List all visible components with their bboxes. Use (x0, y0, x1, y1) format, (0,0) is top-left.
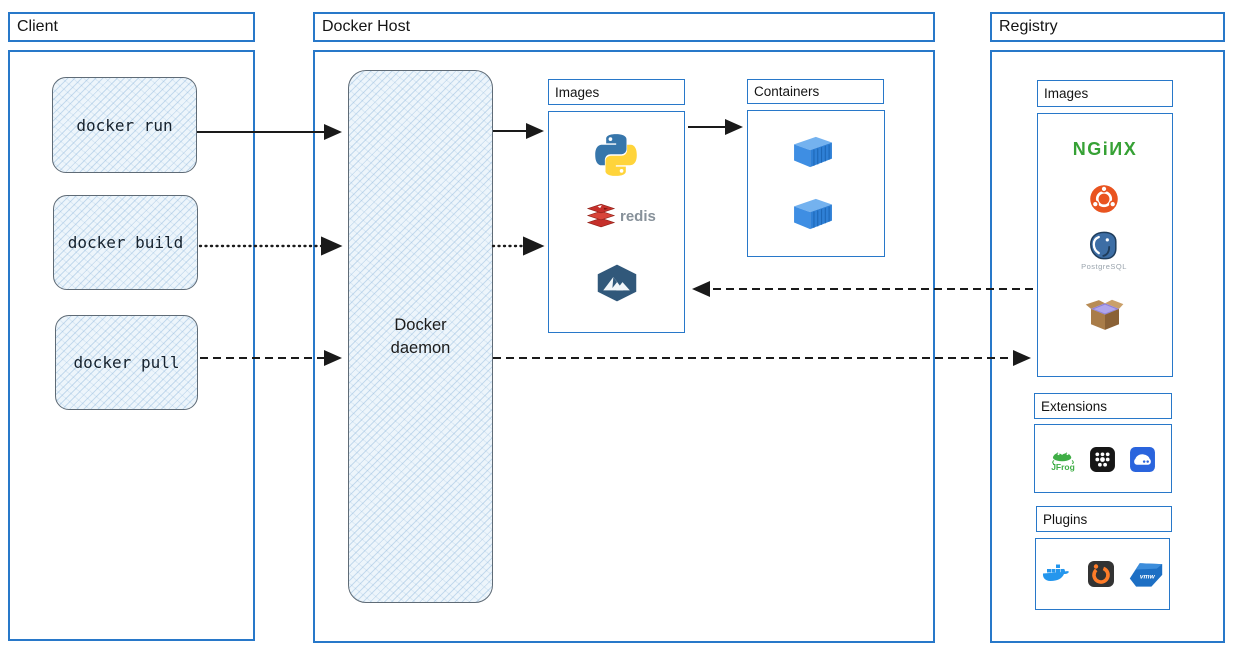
container-icon (790, 196, 836, 232)
container-icon (790, 134, 836, 170)
docker-whale-icon (1042, 562, 1074, 587)
registry-title-box: Registry (990, 12, 1225, 42)
extensions-title: Extensions (1041, 398, 1108, 414)
client-title: Client (17, 18, 58, 35)
nginx-icon: NGiИX (1055, 139, 1155, 160)
svg-text:vmw: vmw (1140, 574, 1156, 581)
redis-icon: redis (587, 203, 656, 229)
extensions-icons-row: JFrog (1040, 438, 1166, 480)
vmware-icon: vmw (1128, 559, 1164, 589)
plugins-title: Plugins (1043, 511, 1088, 527)
busybox-icon (1084, 298, 1126, 332)
plugins-icons-row: vmw (1040, 553, 1166, 595)
extensions-title-box: Extensions (1034, 393, 1172, 419)
docker-host-title-box: Docker Host (313, 12, 935, 42)
registry-images-title: Images (1044, 86, 1089, 101)
host-images-title-box: Images (548, 79, 685, 105)
jfrog-icon: JFrog (1050, 446, 1076, 472)
host-images-title: Images (555, 84, 600, 100)
containers-box (747, 110, 885, 257)
docker-pull-label: docker pull (73, 353, 180, 372)
python-icon (593, 132, 639, 178)
postgresql-label: PostgreSQL (1081, 262, 1127, 271)
jfrog-label: JFrog (1051, 462, 1075, 472)
docker-run-label: docker run (76, 115, 173, 135)
ubuntu-icon (1088, 183, 1120, 215)
docker-pull-box: docker pull (55, 315, 198, 410)
plugins-title-box: Plugins (1036, 506, 1172, 532)
grafana-icon (1087, 560, 1115, 588)
postgresql-icon: PostgreSQL (1081, 230, 1127, 271)
app-grid-icon (1089, 446, 1116, 473)
nginx-label: NGiИX (1072, 139, 1138, 159)
docker-build-box: docker build (53, 195, 198, 290)
docker-daemon-label: Docker daemon (390, 316, 451, 357)
alpine-icon (595, 263, 639, 303)
redis-label: redis (620, 207, 656, 225)
containers-title-box: Containers (747, 79, 884, 104)
drive-icon (1129, 446, 1156, 473)
docker-host-title: Docker Host (322, 18, 411, 35)
client-title-box: Client (8, 12, 255, 42)
docker-daemon-box: Docker daemon (348, 70, 493, 603)
docker-run-box: docker run (52, 77, 197, 173)
containers-title: Containers (754, 84, 820, 99)
registry-title: Registry (999, 18, 1058, 35)
docker-build-label: docker build (67, 233, 184, 252)
registry-images-title-box: Images (1037, 80, 1173, 107)
